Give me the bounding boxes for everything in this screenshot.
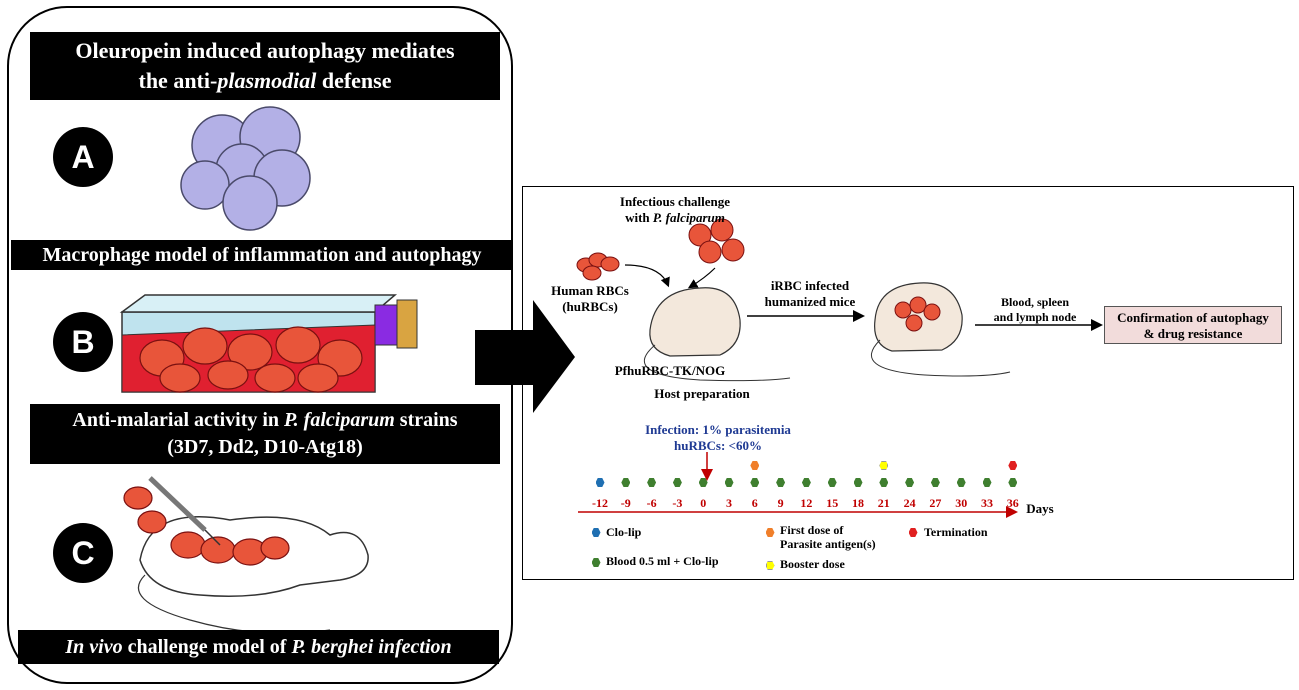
macrophage-cluster-icon xyxy=(180,106,311,231)
label-a-badge: A xyxy=(53,127,113,187)
blood-spleen-label: Blood, spleen and lymph node xyxy=(975,295,1095,325)
label-c-badge: C xyxy=(53,523,113,583)
schedule-marker xyxy=(621,478,631,487)
schedule-marker xyxy=(905,478,915,487)
first-dose-line1: First dose of xyxy=(780,523,844,537)
schedule-marker xyxy=(879,478,889,487)
schedule-marker xyxy=(776,478,786,487)
legend-termination: Termination xyxy=(924,525,988,539)
infected-rbc-icon xyxy=(688,218,745,264)
caption-c: In vivo challenge model of P. berghei in… xyxy=(18,630,499,664)
left-panel xyxy=(7,6,513,684)
first-dose-line2: Parasite antigen(s) xyxy=(780,537,876,551)
timeline-tick-label: 9 xyxy=(777,496,784,510)
timeline-tick-label: 0 xyxy=(700,496,707,510)
infection-line1: Infection: 1% parasitemia xyxy=(645,422,791,437)
timeline-tick-label: 18 xyxy=(852,496,864,510)
confirmation-box: Confirmation of autophagy & drug resista… xyxy=(1104,306,1282,344)
schedule-marker xyxy=(724,478,734,487)
timeline-tick-label: 36 xyxy=(1006,496,1019,510)
caption-b-line1: Anti-malarial activity in P. falciparum … xyxy=(72,409,458,431)
timeline-tick-label: 12 xyxy=(800,496,813,510)
first-dose-legend-icon xyxy=(765,528,775,537)
irbc-line2: humanized mice xyxy=(764,294,856,309)
caption-a: Macrophage model of inflammation and aut… xyxy=(11,240,513,270)
timeline-tick-label: 15 xyxy=(826,496,839,510)
title-line2: the anti-plasmodial defense xyxy=(138,68,392,93)
timeline-tick-label: 6 xyxy=(751,496,758,510)
infection-line2: huRBCs: <60% xyxy=(674,438,762,453)
schedule-marker xyxy=(750,478,760,487)
schedule-marker xyxy=(595,478,605,487)
event-marker xyxy=(750,461,760,470)
schedule-marker xyxy=(647,478,657,487)
days-label: Days xyxy=(1026,501,1054,516)
human-rbcs-line1: Human RBCs xyxy=(551,283,629,298)
label-b-badge: B xyxy=(53,312,113,372)
timeline-tick-label: -3 xyxy=(672,496,683,510)
human-rbcs-line2: (huRBCs) xyxy=(562,299,618,314)
schedule-marker xyxy=(801,478,811,487)
blood-line2: and lymph node xyxy=(993,310,1077,324)
legend-blood: Blood 0.5 ml + Clo-lip xyxy=(606,554,719,568)
infection-label: Infection: 1% parasitemia huRBCs: <60% xyxy=(628,422,808,454)
timeline-tick-label: 3 xyxy=(726,496,732,510)
irbc-label: iRBC infected humanized mice xyxy=(755,278,865,310)
human-rbc-icon xyxy=(576,252,620,281)
blood-line1: Blood, spleen xyxy=(1000,295,1069,309)
timeline-tick-label: 33 xyxy=(981,496,993,510)
right-panel xyxy=(522,186,1294,580)
caption-b: Anti-malarial activity in P. falciparum … xyxy=(30,404,500,464)
legend-first-dose: First dose of Parasite antigen(s) xyxy=(780,523,876,551)
schedule-marker xyxy=(853,478,863,487)
main-title: Oleuropein induced autophagy mediates th… xyxy=(30,32,500,100)
irbc-line1: iRBC infected xyxy=(770,278,850,293)
timeline-tick-label: -12 xyxy=(592,496,608,510)
culture-flask-icon xyxy=(119,294,418,393)
legend-clo-lip: Clo-lip xyxy=(606,525,642,539)
schedule-marker xyxy=(982,478,992,487)
schedule-marker xyxy=(930,478,940,487)
caption-b-line2: (3D7, Dd2, D10-Atg18) xyxy=(167,436,363,458)
schedule-marker xyxy=(1008,478,1018,487)
host-prep-label: Host preparation xyxy=(654,386,750,401)
termination-legend-icon xyxy=(908,528,918,537)
human-rbcs-label: Human RBCs (huRBCs) xyxy=(535,283,645,315)
confirm-line2: & drug resistance xyxy=(1143,326,1243,341)
timeline-tick-label: 27 xyxy=(929,496,942,510)
timeline-tick-label: -6 xyxy=(646,496,657,510)
mouse-infected-icon xyxy=(870,282,1011,377)
booster-legend-icon xyxy=(765,561,775,570)
timeline-tick-label: 24 xyxy=(903,496,916,510)
event-marker xyxy=(1008,461,1018,470)
challenge-line2: with P. falciparum xyxy=(625,210,725,225)
legend-booster: Booster dose xyxy=(780,557,845,571)
timeline-tick-label: 21 xyxy=(877,496,890,510)
event-marker xyxy=(879,461,889,470)
big-arrow-icon xyxy=(475,300,575,413)
schedule-marker xyxy=(956,478,966,487)
timeline-tick-label: 30 xyxy=(955,496,968,510)
mouse-injection-icon xyxy=(123,476,369,634)
blood-legend-icon xyxy=(591,558,601,567)
timeline-tick-label: -9 xyxy=(620,496,631,510)
confirm-line1: Confirmation of autophagy xyxy=(1117,310,1269,325)
schedule-marker xyxy=(827,478,837,487)
mouse-host-icon xyxy=(643,287,791,382)
challenge-label: Infectious challenge with P. falciparum xyxy=(590,194,760,226)
schedule-marker xyxy=(672,478,682,487)
schedule-marker xyxy=(698,478,708,487)
challenge-line1: Infectious challenge xyxy=(619,194,731,209)
title-line1: Oleuropein induced autophagy mediates xyxy=(75,38,455,63)
clo-lip-legend-icon xyxy=(591,528,601,537)
mouse-strain-label: PfhuRBC-TK/NOG xyxy=(614,363,726,378)
